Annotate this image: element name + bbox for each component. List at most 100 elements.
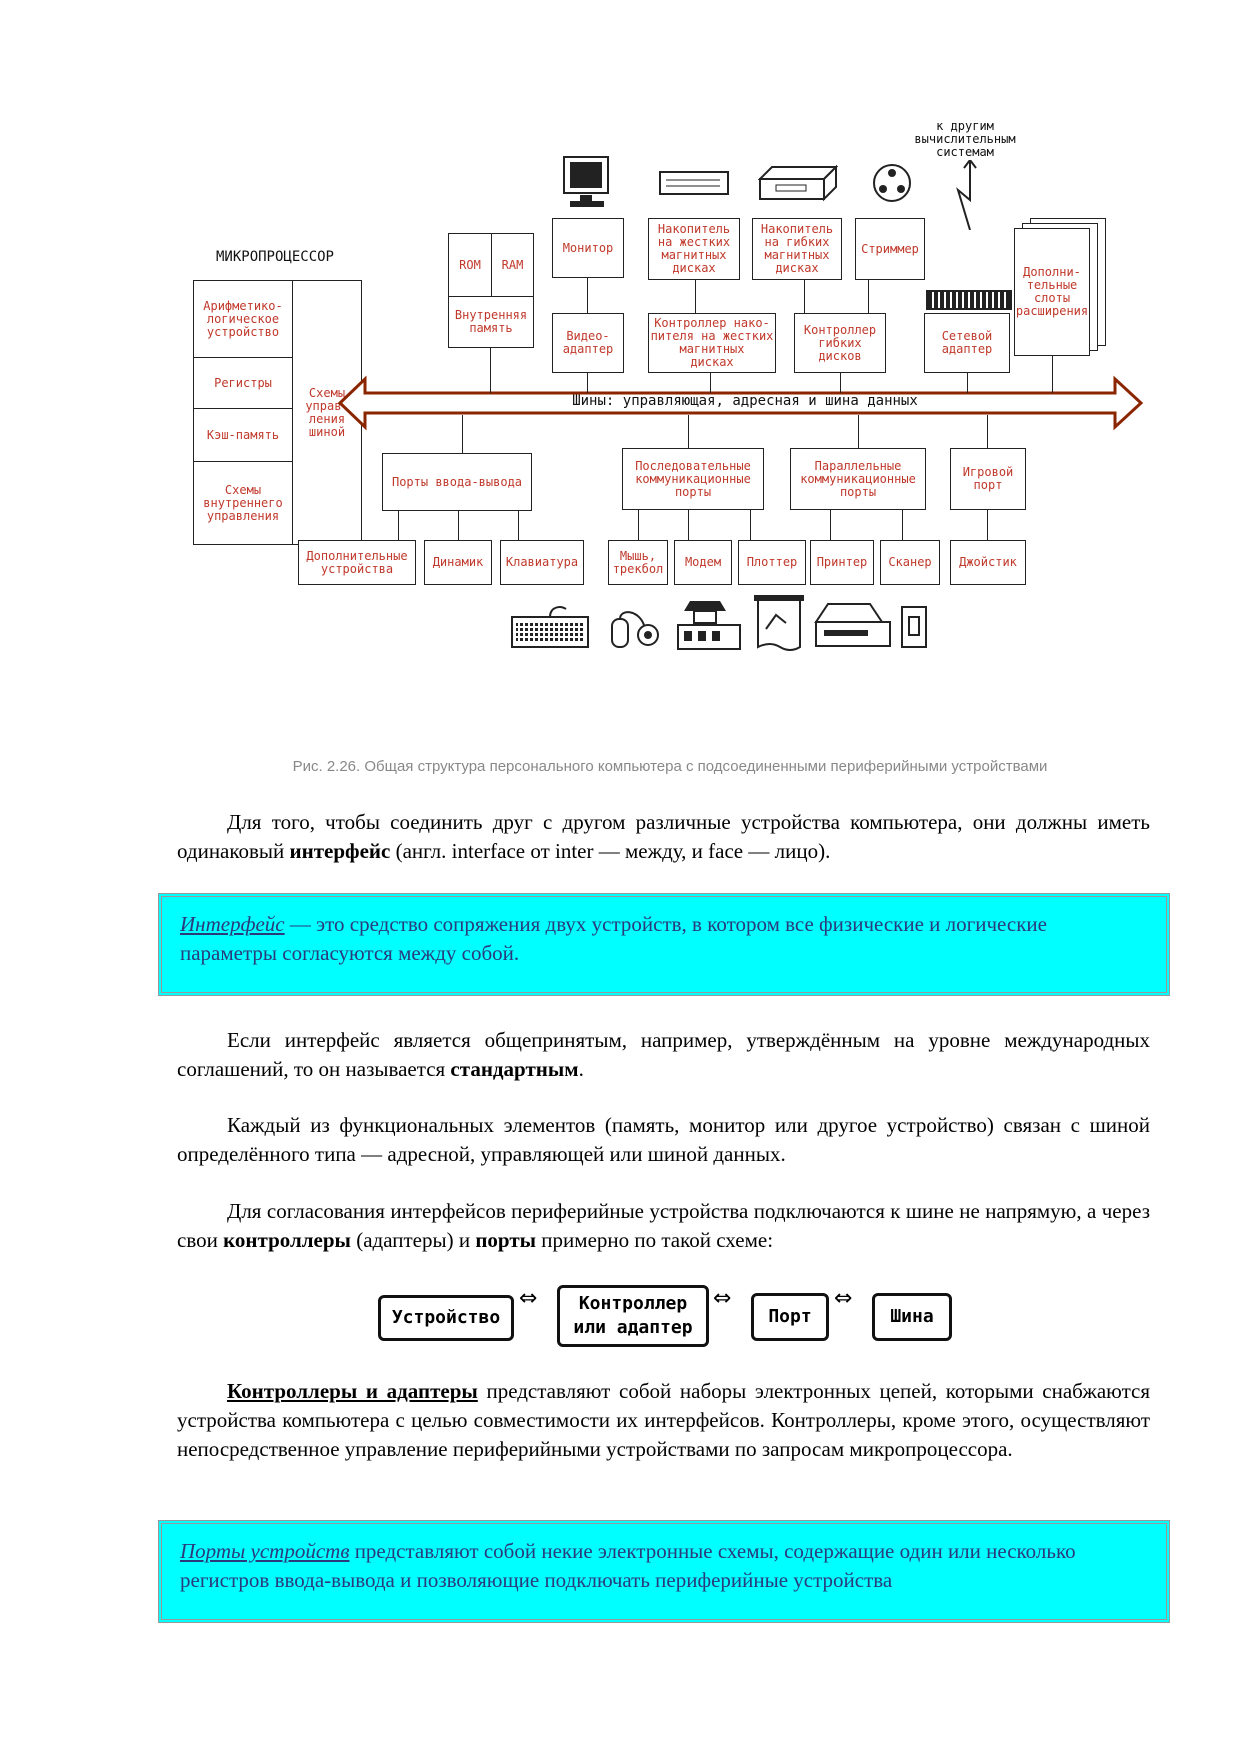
io-ports-block: Порты ввода-вывода xyxy=(382,453,532,511)
microprocessor-title: МИКРОПРОЦЕССОР xyxy=(215,249,334,265)
antenna-icon xyxy=(956,160,977,230)
p1-text-b: (англ. interface от inter — между, и fac… xyxy=(390,839,831,863)
mouse-icon xyxy=(611,611,659,648)
conn-net xyxy=(967,373,968,393)
p4-text-c: примерно по такой схеме: xyxy=(536,1228,774,1252)
computer-structure-diagram: МИКРОПРОЦЕССОР Арифметико- логическое ус… xyxy=(190,115,1150,725)
cache-block: Кэш-память xyxy=(193,408,293,462)
extra-devices-block: Дополнительные устройства xyxy=(298,540,416,585)
hub-icon xyxy=(926,290,1012,310)
p4-text-b: (адаптеры) и xyxy=(350,1228,476,1252)
internal-memory-block: Внутренняя память xyxy=(448,296,534,348)
internal-control-block: Схемы внутреннего управления xyxy=(193,461,293,545)
keyboard-icon xyxy=(511,606,589,648)
p5-bold-term: Контроллеры и адаптеры xyxy=(227,1379,478,1403)
flow-arrow-1: ⇔ xyxy=(519,1286,538,1311)
fdd-block: Накопитель на гибких магнитных дисках xyxy=(752,218,842,280)
streamer-icon xyxy=(873,164,911,202)
p2-bold-term: стандартным xyxy=(450,1057,579,1081)
flow-arrow-2: ⇔ xyxy=(713,1286,732,1311)
joystick-block: Джойстик xyxy=(950,540,1026,585)
video-adapter-block: Видео- адаптер xyxy=(552,313,624,373)
definition-term-ports: Порты устройств xyxy=(180,1539,350,1563)
other-systems-label: к другим вычислительным системам xyxy=(914,119,1016,159)
p5-text: представляют собой наборы электронных це… xyxy=(177,1379,1150,1461)
hdd-block: Накопитель на жестких магнитных дисках xyxy=(648,218,740,280)
printer-block: Принтер xyxy=(810,540,874,585)
conn-slots xyxy=(1052,356,1053,393)
bus-arrow xyxy=(337,375,1144,431)
network-adapter-block: Сетевой адаптер xyxy=(924,313,1010,373)
bus-label: Шины: управляющая, адресная и шина данны… xyxy=(572,393,918,409)
mouse-block: Мышь, трекбол xyxy=(608,540,668,585)
paragraph-controllers-ports: Для согласования интерфейсов периферийны… xyxy=(177,1197,1150,1255)
conn-fdd-ctrl xyxy=(840,373,841,393)
conn-memory xyxy=(490,347,491,393)
paragraph-controllers-adapters: Контроллеры и адаптеры представляют собо… xyxy=(177,1377,1150,1464)
streamer-block: Стриммер xyxy=(855,218,925,280)
plotter-icon xyxy=(754,595,804,651)
speaker-block: Динамик xyxy=(424,540,492,585)
p4-bold-controllers: контроллеры xyxy=(223,1228,351,1252)
conn-monitor xyxy=(587,278,588,313)
extra-slots-block: Дополни- тельные слоты расширения xyxy=(1014,228,1090,356)
keyboard-block: Клавиатура xyxy=(500,540,584,585)
conn-joystick xyxy=(987,510,988,540)
p2-text-a: Если интерфейс является общепринятым, на… xyxy=(177,1028,1150,1081)
fdd-controller-block: Контроллер гибких дисков xyxy=(794,313,886,373)
hdd-icon xyxy=(659,171,729,195)
modem-icon xyxy=(677,601,741,650)
monitor-icon xyxy=(563,156,609,207)
hdd-controller-block: Контроллер нако- пителя на жестких магни… xyxy=(648,313,776,373)
monitor-block: Монитор xyxy=(552,218,624,278)
definition-box-interface: Интерфейс — это средство сопряжения двух… xyxy=(158,893,1170,996)
conn-keyboard xyxy=(518,510,519,540)
conn-printer xyxy=(830,510,831,540)
figure-caption: Рис. 2.26. Общая структура персонального… xyxy=(292,758,1048,775)
modem-block: Модем xyxy=(674,540,732,585)
flow-arrow-3: ⇔ xyxy=(834,1286,853,1311)
conn-scanner xyxy=(902,510,903,540)
definition-text-interface: — это средство сопряжения двух устройств… xyxy=(180,912,1047,965)
conn-mouse xyxy=(638,510,639,540)
conn-modem xyxy=(688,510,689,540)
flow-controller-box: Контроллер или адаптер xyxy=(557,1285,709,1347)
p4-text-a: Для согласования интерфейсов периферийны… xyxy=(177,1199,1150,1252)
joystick-icon xyxy=(901,606,927,648)
conn-extra-dev xyxy=(398,510,399,540)
definition-term-interface: Интерфейс xyxy=(180,912,285,936)
plotter-block: Плоттер xyxy=(738,540,806,585)
conn-speaker xyxy=(458,510,459,540)
conn-parallel xyxy=(858,415,859,448)
fdd-icon xyxy=(758,165,838,202)
p1-text-a: Для того, чтобы соединить друг с другом … xyxy=(177,810,1150,863)
p4-bold-ports: порты xyxy=(475,1228,537,1252)
conn-hdd-ctrl xyxy=(710,373,711,393)
paragraph-interface-intro: Для того, чтобы соединить друг с другом … xyxy=(177,808,1150,866)
flow-port-box: Порт xyxy=(751,1293,829,1341)
ram-block: RAM xyxy=(491,233,534,297)
conn-fdd xyxy=(804,280,805,313)
alu-block: Арифметико- логическое устройство xyxy=(193,280,293,358)
conn-serial xyxy=(688,415,689,448)
registers-block: Регистры xyxy=(193,357,293,409)
scanner-block: Сканер xyxy=(880,540,940,585)
flow-bus-box: Шина xyxy=(872,1293,952,1341)
game-port-block: Игровой порт xyxy=(950,448,1026,510)
serial-ports-block: Последовательные коммуникационные порты xyxy=(622,448,764,510)
conn-streamer xyxy=(868,280,869,313)
flow-device-box: Устройство xyxy=(378,1295,514,1341)
definition-text-ports: представляют собой некие электронные схе… xyxy=(180,1539,1076,1592)
parallel-ports-block: Параллельные коммуникационные порты xyxy=(790,448,926,510)
definition-box-ports: Порты устройств представляют собой некие… xyxy=(158,1520,1170,1623)
conn-video xyxy=(587,373,588,393)
paragraph-bus-types: Каждый из функциональных элементов (памя… xyxy=(177,1113,1150,1166)
p2-text-b: . xyxy=(578,1057,584,1081)
conn-game xyxy=(987,415,988,448)
paragraph-standard: Если интерфейс является общепринятым, на… xyxy=(177,1026,1150,1084)
conn-plotter xyxy=(750,510,751,540)
rom-block: ROM xyxy=(448,233,492,297)
p1-bold-term: интерфейс xyxy=(289,839,391,863)
printer-icon xyxy=(814,603,891,647)
conn-hdd xyxy=(695,280,696,313)
